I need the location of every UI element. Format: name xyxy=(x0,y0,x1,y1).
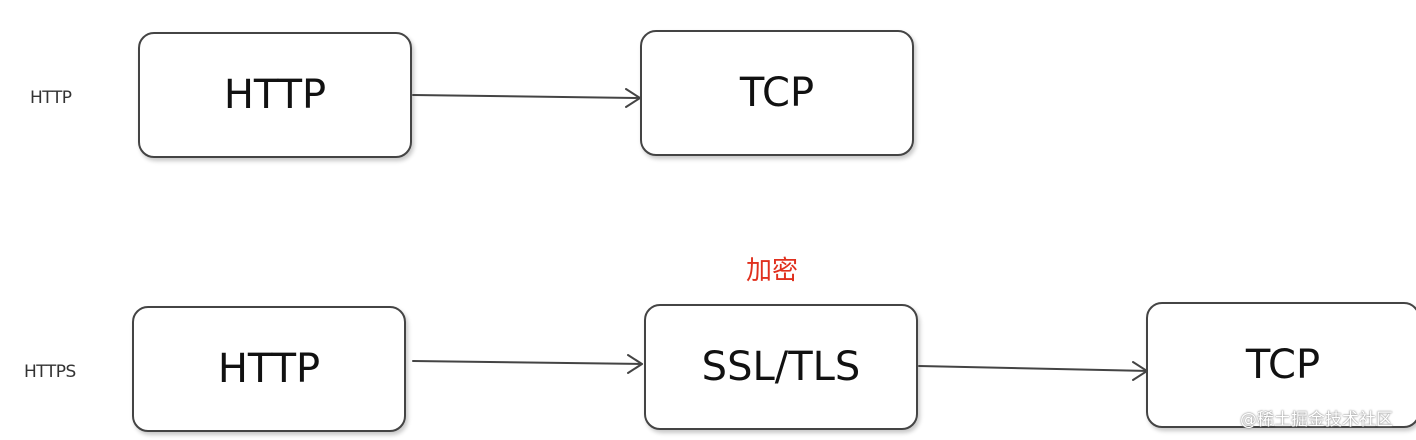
node-label: SSL/TLS xyxy=(701,344,861,390)
https-row-http-node: HTTP xyxy=(132,306,406,432)
watermark: @稀土掘金技术社区 xyxy=(1240,410,1393,430)
encryption-annotation: 加密 xyxy=(746,256,799,286)
node-label: TCP xyxy=(739,70,815,116)
row-label-https: HTTPS xyxy=(24,362,76,382)
arrow-http-to-ssl-tls xyxy=(412,354,643,374)
arrow-ssl-tls-to-tcp xyxy=(918,361,1148,381)
https-row-tcp-node: TCP xyxy=(1146,302,1416,428)
row-label-http: HTTP xyxy=(30,88,72,108)
http-row-http-node: HTTP xyxy=(138,32,412,158)
node-label: HTTP xyxy=(223,72,327,118)
https-row-ssl-tls-node: SSL/TLS xyxy=(644,304,918,430)
node-label: HTTP xyxy=(217,346,321,392)
node-label: TCP xyxy=(1245,342,1321,388)
http-row-tcp-node: TCP xyxy=(640,30,914,156)
arrow-http-to-tcp xyxy=(412,88,641,108)
